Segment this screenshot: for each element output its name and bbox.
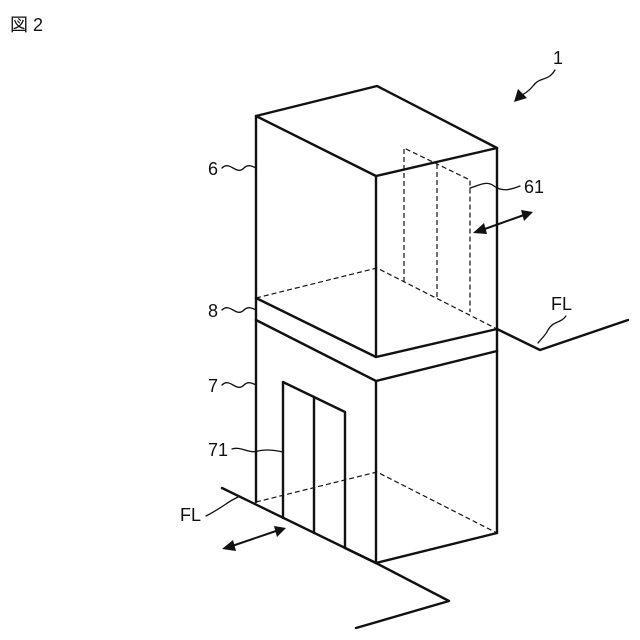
lower-door-71: 71 — [208, 382, 345, 548]
leader-1 — [520, 70, 555, 96]
reference-6: 6 — [208, 159, 256, 179]
label-fl-upper: FL — [551, 294, 572, 314]
lower-arrow-head-right — [274, 526, 286, 537]
floor-lower-line — [222, 488, 449, 628]
lower-arrow-head-left — [222, 540, 236, 551]
right-bottom-edge — [376, 533, 497, 563]
leader-6 — [222, 166, 256, 171]
intermediate-layer-8: 8 — [208, 298, 497, 381]
figure-label: 図 2 — [10, 15, 43, 35]
label-1: 1 — [553, 48, 563, 68]
upper-door-arrow-head-right — [521, 210, 533, 221]
upper-top-face — [256, 86, 497, 176]
leader-fl-upper — [538, 316, 566, 343]
leader-fl-lower — [206, 497, 238, 516]
lower-unit: 7 — [208, 320, 497, 563]
leader-7 — [222, 383, 256, 388]
floor-upper-line — [497, 320, 628, 350]
label-6: 6 — [208, 159, 218, 179]
label-71: 71 — [208, 440, 228, 460]
upper-door-arrow-line — [482, 215, 524, 230]
upper-door-61: 61 — [404, 148, 544, 312]
reference-1: 1 — [514, 48, 563, 102]
label-61: 61 — [524, 177, 544, 197]
label-fl-lower: FL — [180, 505, 201, 525]
floor-upper: FL — [497, 294, 628, 350]
label-7: 7 — [208, 376, 218, 396]
arrow-head-1 — [514, 89, 527, 102]
leader-8 — [222, 308, 256, 313]
label-8: 8 — [208, 301, 218, 321]
lower-arrow-line — [232, 531, 276, 546]
upper-door-arrow-head-left — [473, 223, 487, 234]
leader-61 — [470, 183, 520, 189]
leader-71 — [232, 448, 283, 452]
